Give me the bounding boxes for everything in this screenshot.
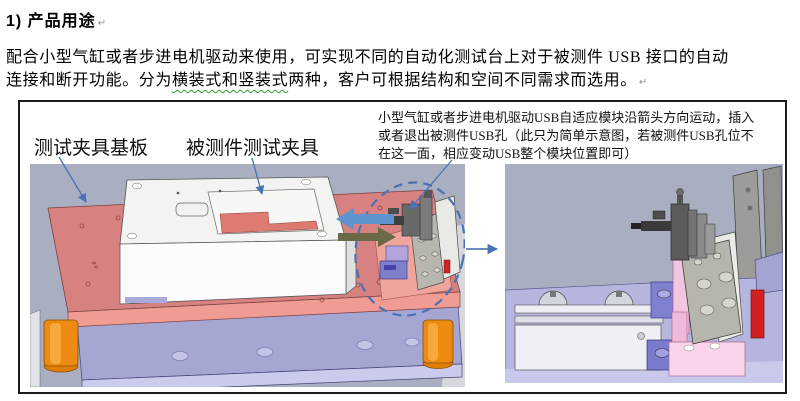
gray-adapter-plate xyxy=(680,239,742,345)
paragraph-mark: ↵ xyxy=(638,77,648,88)
intro-line-1: 配合小型气缸或者步进电机驱动来使用，可实现不同的自动化测试台上对于被测件 USB… xyxy=(6,49,729,66)
motion-arrow-right-icon xyxy=(338,227,396,247)
paragraph-mark: ↵ xyxy=(97,18,108,29)
figure-box: 测试夹具基板 被测件测试夹具 小型气缸或者步进电机驱动USB自适应模块沿箭头方向… xyxy=(18,100,787,394)
intro-paragraph: 配合小型气缸或者步进电机驱动来使用，可实现不同的自动化测试台上对于被测件 USB… xyxy=(6,46,796,94)
red-clamp-part xyxy=(443,259,451,274)
dut-fixture-box xyxy=(119,176,357,305)
annotation-line-2: 或者退出被测件USB孔（此只为简单示意图，若被测件USB孔位不 xyxy=(378,128,754,143)
motion-arrow-left-icon xyxy=(336,208,394,230)
dut-pin xyxy=(175,202,209,217)
label-base-plate: 测试夹具基板 xyxy=(34,138,149,159)
base-plate-lavender xyxy=(76,303,463,387)
cad-render-usb-module-detail xyxy=(505,164,783,383)
usb-connector-assembly xyxy=(631,188,716,261)
annotation-note: 小型气缸或者步进电机驱动USB自适应模块沿箭头方向运动，插入 或者退出被测件US… xyxy=(378,109,754,163)
annotation-line-1: 小型气缸或者步进电机驱动USB自适应模块沿箭头方向运动，插入 xyxy=(378,110,755,125)
label-dut-fixture: 被测件测试夹具 xyxy=(186,138,320,159)
table-edge-left xyxy=(30,309,41,387)
section-heading: 1) 产品用途↵ xyxy=(6,7,107,31)
annotation-line-3: 在这一面，相应变动USB整个模块位置即可） xyxy=(378,146,638,161)
red-clamp-part xyxy=(750,289,765,339)
dut-cutout xyxy=(219,211,319,234)
intro-line-2: 连接和断开功能。分为横装式和竖装式两种，客户可根据结构和空间不同需求而选用。↵ xyxy=(6,72,648,89)
spellcheck-underlined-text: 横装式和竖装式 xyxy=(172,72,289,89)
dut-base-tab xyxy=(125,297,167,303)
usb-plug xyxy=(641,221,671,231)
section-heading-text: 1) 产品用途 xyxy=(6,13,96,30)
air-cylinder-assembly xyxy=(514,290,664,371)
mounting-feet-orange xyxy=(43,319,454,373)
cad-render-fixture-overview xyxy=(30,164,465,387)
